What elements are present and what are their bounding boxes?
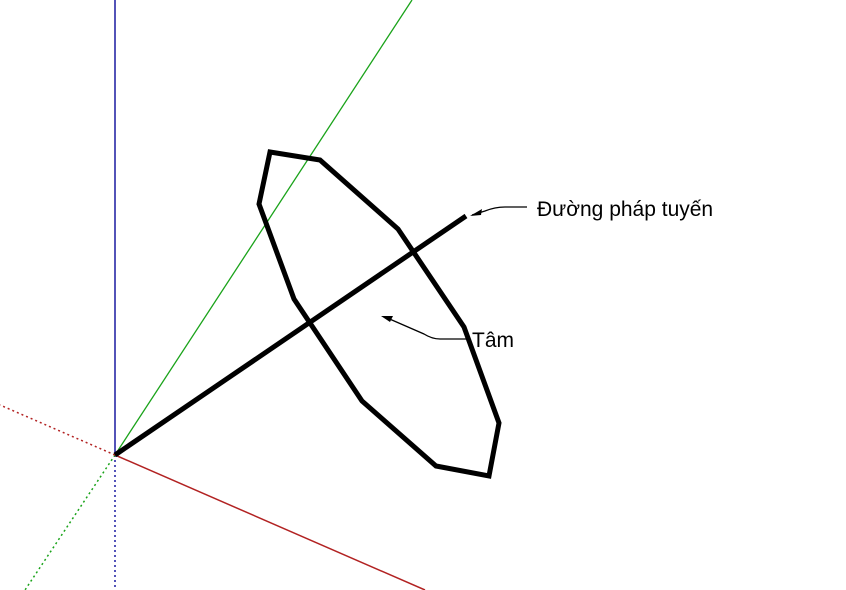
- normal-line: [113, 213, 468, 458]
- center-label: Tâm: [472, 329, 514, 352]
- center-label-leader: [384, 316, 468, 340]
- red-axis: [114, 454, 426, 590]
- normal-line-label: Đường pháp tuyến: [537, 198, 714, 221]
- red-axis-negative: [0, 404, 116, 456]
- normal-label-leader: [471, 206, 527, 216]
- center-label-arrowhead: [381, 316, 393, 322]
- normal-label-arrowhead: [470, 209, 482, 216]
- green-axis-negative: [24, 454, 116, 590]
- green-axis: [114, 0, 413, 456]
- circle-polygon: [256, 149, 502, 479]
